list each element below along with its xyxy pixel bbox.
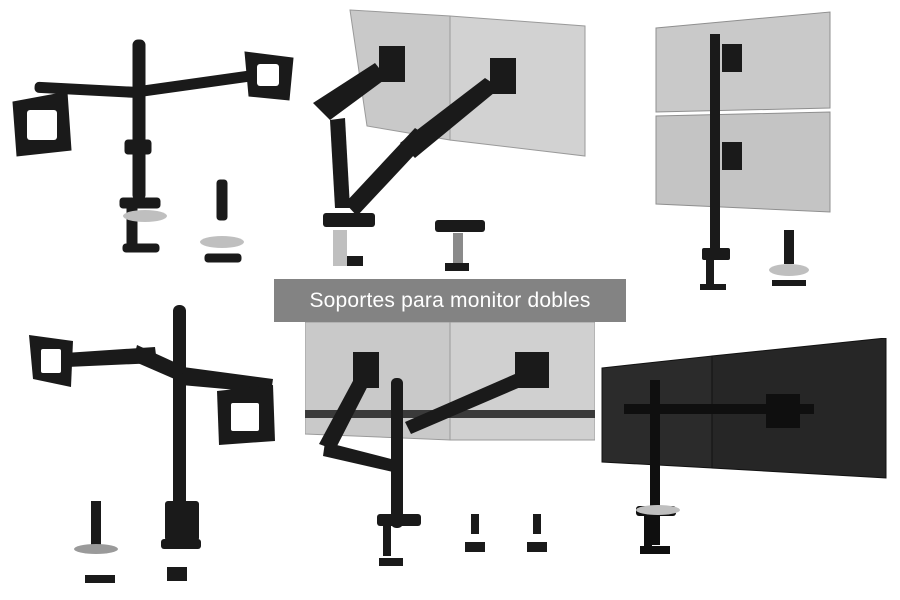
- product-image-side-by-side-dark-mount: [600, 338, 888, 563]
- gas-spring-pole-mount-icon: [305, 322, 595, 566]
- product-image-dual-arm-mount: [5, 30, 305, 275]
- dual-arm-pole-mount-icon: [29, 305, 275, 583]
- gas-spring-dual-mount-icon: [313, 9, 586, 271]
- product-image-dual-arm-pole-mount: [25, 305, 290, 593]
- vertical-stack-mount-icon: [655, 11, 831, 290]
- dual-arm-mount-icon: [12, 39, 294, 263]
- product-image-vertical-stack-mount: [650, 8, 890, 298]
- collage-title-banner: Soportes para monitor dobles: [274, 279, 626, 322]
- product-image-gas-spring-dual-mount: [305, 8, 590, 280]
- product-image-gas-spring-pole-mount: [305, 322, 595, 592]
- side-by-side-dark-mount-icon: [601, 338, 887, 554]
